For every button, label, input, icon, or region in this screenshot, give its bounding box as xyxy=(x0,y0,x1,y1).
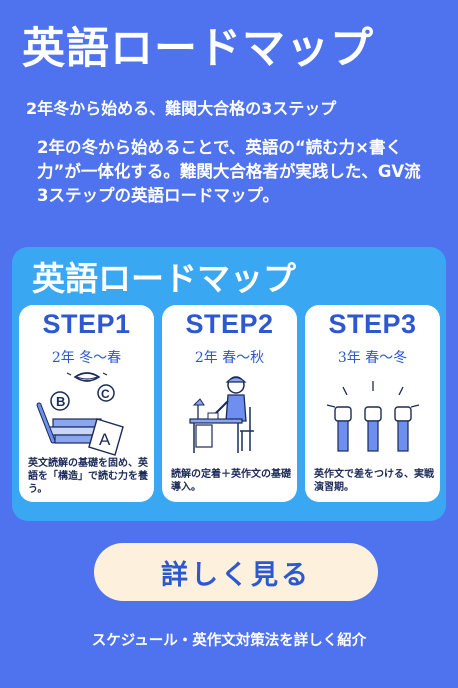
step-card-1: STEP1 2年 冬〜春 B C A 英文読解の基礎を固め、英語を「構造」で読む… xyxy=(19,305,154,502)
svg-text:A: A xyxy=(99,430,111,449)
roadmap-title: 英語ロードマップ xyxy=(32,259,296,298)
details-button[interactable]: 詳しく見る xyxy=(94,543,378,601)
step-season: 2年 春〜秋 xyxy=(194,350,265,366)
step-description: 英文読解の基礎を固め、英語を「構造」で読む力を養う。 xyxy=(28,458,148,495)
svg-text:C: C xyxy=(101,387,110,401)
svg-text:B: B xyxy=(56,394,65,409)
step-label: STEP3 xyxy=(328,309,417,339)
step-season: 2年 冬〜春 xyxy=(51,350,122,366)
page-subtitle: 2年冬から始める、難関大合格の3ステップ xyxy=(26,99,337,118)
step-card-3: STEP3 3年 春〜冬 英作文で差をつける、実戦演習期。 xyxy=(305,305,440,502)
roadmap-panel: 英語ロードマップ STEP1 2年 冬〜春 B C A 英文読解の基 xyxy=(12,247,446,521)
step-season: 3年 春〜冬 xyxy=(337,350,408,366)
step-label: STEP1 xyxy=(42,309,131,339)
step-description: 読解の定着＋英作文の基礎導入。 xyxy=(171,469,291,493)
step-label: STEP2 xyxy=(185,309,274,339)
reading-books-abc-icon: B C A xyxy=(36,372,124,456)
intro-text: 2年の冬から始めることで、英語の“読む力×書く力”が一体化する。難関大合格者が実… xyxy=(37,138,421,205)
step-card-2: STEP2 2年 春〜秋 読解の定着＋英作文の基礎導入。 xyxy=(162,305,297,502)
raised-hands-icon xyxy=(326,381,420,452)
student-writing-at-desk-icon xyxy=(189,376,254,453)
page-title: 英語ロードマップ xyxy=(22,24,374,74)
footer-text: スケジュール・英作文対策法を詳しく紹介 xyxy=(91,633,367,649)
step-description: 英作文で差をつける、実戦演習期。 xyxy=(314,469,434,493)
